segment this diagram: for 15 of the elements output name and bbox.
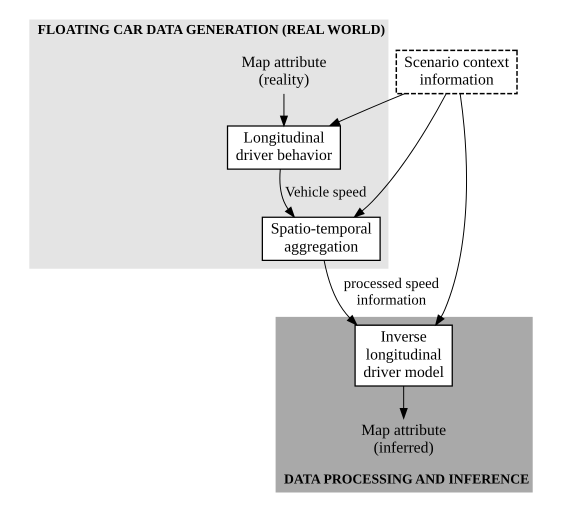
arrow bbox=[400, 386, 408, 420]
node-box: Inverse longitudinal driver model bbox=[354, 324, 453, 387]
arrow bbox=[353, 93, 447, 218]
arrow bbox=[280, 93, 288, 128]
edge-label: processed speed information bbox=[344, 276, 440, 309]
arrow bbox=[434, 93, 467, 326]
node-box: Spatio-temporal aggregation bbox=[262, 216, 381, 262]
arrow bbox=[324, 260, 358, 326]
node-text: Map attribute (reality) bbox=[241, 54, 326, 89]
node-box: Longitudinal driver behavior bbox=[226, 125, 341, 170]
arrow bbox=[279, 168, 296, 218]
edge-label: Vehicle speed bbox=[284, 184, 366, 201]
node-text: Map attribute (inferred) bbox=[361, 422, 446, 457]
node-box: Scenario context information bbox=[396, 50, 518, 94]
arrow bbox=[328, 93, 406, 126]
